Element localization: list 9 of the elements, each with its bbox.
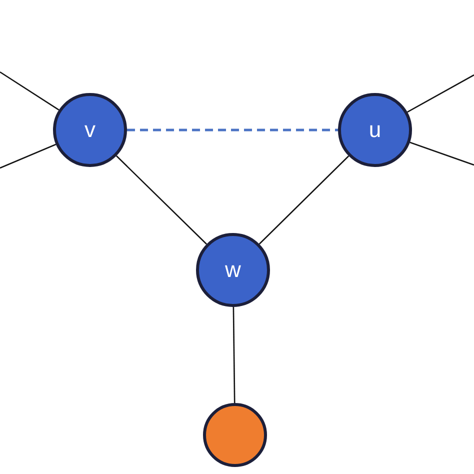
node-label: w: [225, 259, 241, 281]
line: [407, 74, 474, 113]
line: [258, 156, 350, 244]
line: [116, 155, 208, 245]
line: [232, 306, 236, 403]
dashed-line: [127, 128, 338, 132]
node-label: v: [84, 119, 96, 141]
line: [0, 71, 60, 110]
node-label: u: [368, 119, 382, 141]
